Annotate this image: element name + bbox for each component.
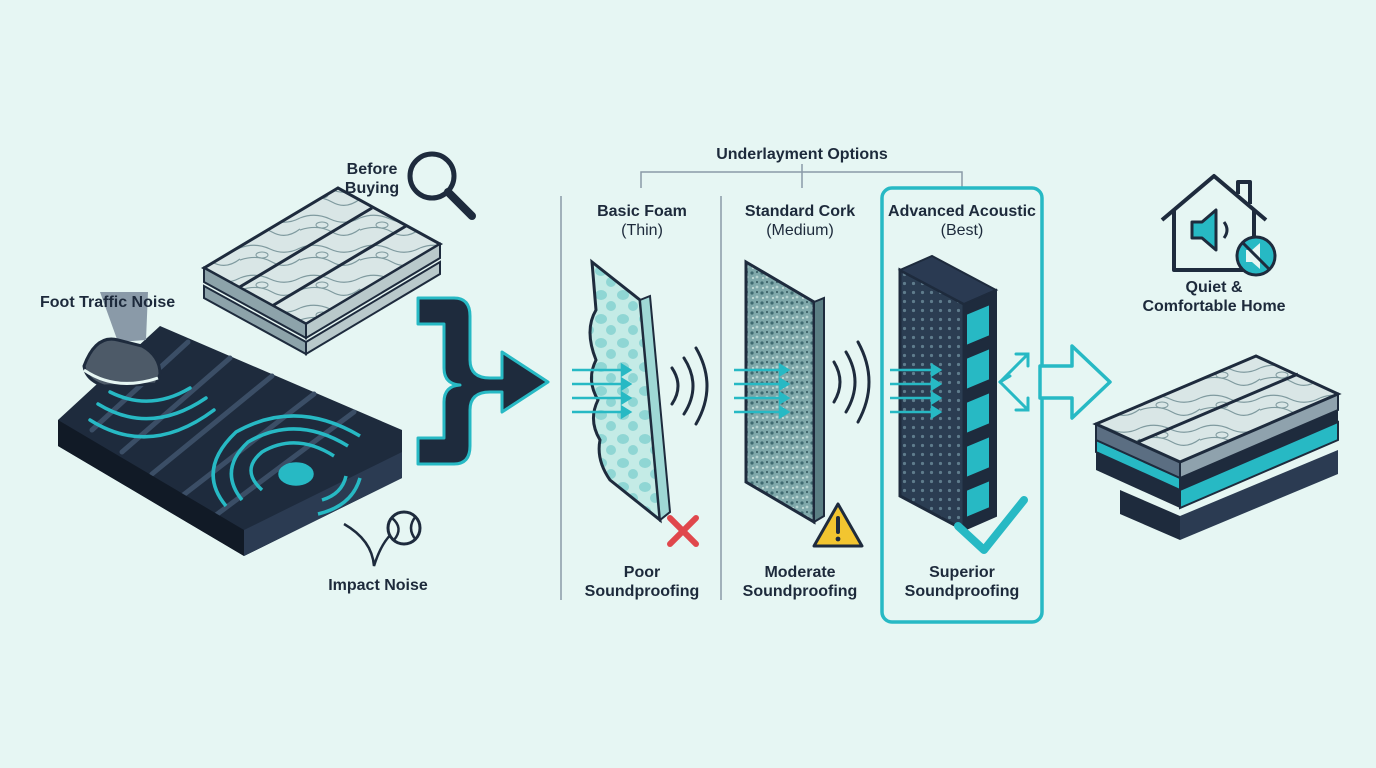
quiet-home-line-2: Comfortable Home [1142,298,1286,315]
cross-icon [667,515,699,547]
before-buying-line-1: Before [346,161,398,178]
option-grade: (Medium) [766,222,834,239]
option-name: Standard Cork [744,203,856,220]
option-rating-advanced-acoustic: Superior Soundproofing [882,563,1042,601]
before-buying-line-2: Buying [344,180,400,197]
option-rating-standard-cork: Moderate Soundproofing [730,563,870,601]
shoe-icon [82,292,162,388]
magnifier-icon [407,151,476,220]
finished-floor [1092,354,1342,540]
column-dividers [560,196,722,600]
option-grade: (Thin) [621,222,663,239]
rating-line-2: Soundproofing [904,583,1020,600]
rating-line-1: Moderate [764,564,836,581]
rating-line-2: Soundproofing [584,583,700,600]
option-name: Advanced Acoustic [888,203,1036,220]
options-heading: Underlayment Options [716,146,888,163]
quiet-home-label: Quiet & Comfortable Home [1132,278,1296,316]
merge-arrow-icon [416,296,550,466]
warning-icon [812,502,864,548]
highlight-frame [880,186,1044,624]
before-buying-label: Before Buying [330,160,414,198]
impact-noise-waves [211,414,362,516]
wood-planks [200,186,444,356]
rating-line-2: Soundproofing [742,583,858,600]
rating-line-1: Superior [929,564,995,581]
option-title-advanced-acoustic: Advanced Acoustic (Best) [882,202,1042,240]
foam-panel [588,258,672,524]
option-name: Basic Foam [597,203,687,220]
speaker-icon [1190,208,1229,252]
impact-noise-label: Impact Noise [328,577,428,594]
foot-traffic-label: Foot Traffic Noise [40,294,176,311]
ball-icon [343,510,422,567]
arrow-icon [1038,344,1112,420]
option-rating-basic-foam: Poor Soundproofing [572,563,712,601]
transmitted-sound-waves [670,340,871,426]
cork-panel [744,259,825,525]
checkmark-icon [954,496,1028,554]
acoustic-panel [897,254,999,533]
option-grade: (Best) [940,222,984,239]
muted-speaker-icon [1235,235,1277,277]
foot-noise-waves [88,386,216,439]
quiet-home-line-1: Quiet & [1185,279,1243,296]
incoming-sound-arrows [572,362,943,420]
rating-line-1: Poor [623,564,661,581]
option-title-standard-cork: Standard Cork (Medium) [730,202,870,240]
reflection-arrows [998,352,1030,412]
option-title-basic-foam: Basic Foam (Thin) [572,202,712,240]
options-bracket [640,164,963,188]
